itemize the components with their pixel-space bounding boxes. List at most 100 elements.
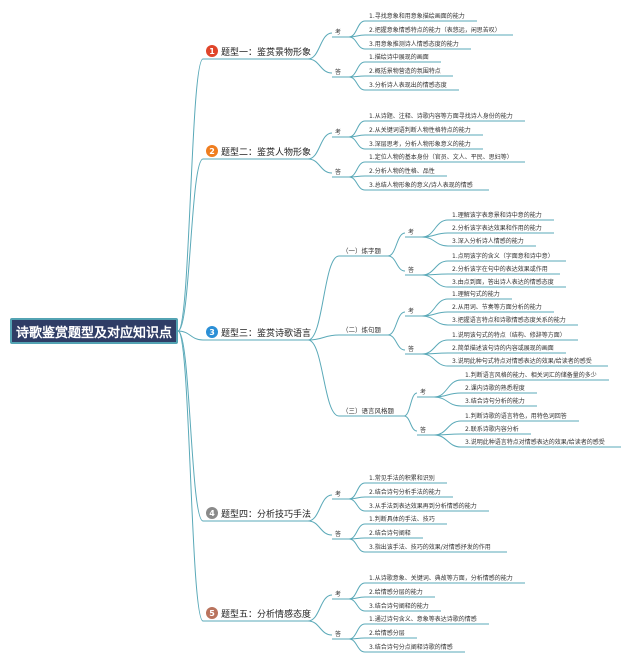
knowledge-item[interactable]: 2.结合诗句分析手法的能力 bbox=[369, 489, 441, 496]
branch-to-exam bbox=[307, 32, 333, 60]
topic-title: 题型四：分析技巧手法 bbox=[221, 509, 312, 520]
knowledge-item[interactable]: 2.把握意象情感特点的能力（表悠远，闲思苦叹） bbox=[369, 27, 501, 34]
leaf-connector bbox=[348, 61, 366, 78]
leaf-connector bbox=[348, 161, 366, 178]
branch-to-answer bbox=[403, 415, 418, 432]
knowledge-item[interactable]: 3.结合诗句分点阐释诗歌的情感 bbox=[369, 644, 453, 651]
topic-title: 题型五：分析情感态度 bbox=[221, 609, 312, 620]
answer-method-label[interactable]: 答 bbox=[335, 169, 342, 176]
leaf-connector bbox=[421, 353, 449, 367]
knowledge-item[interactable]: 3.深入分析诗人情感的能力 bbox=[452, 238, 524, 245]
leaf-connector bbox=[348, 638, 366, 653]
knowledge-item[interactable]: 3.由点到面，答出诗人表达的情感态度 bbox=[452, 279, 554, 286]
topic-number-badge: 3 bbox=[206, 326, 218, 338]
knowledge-item[interactable]: 1.定位人物的基本身份（官员、文人、平民、思妇等） bbox=[369, 154, 513, 161]
leaf-connector bbox=[348, 176, 366, 191]
knowledge-item[interactable]: 1.说明该句式的特点（结构、修辞等方面） bbox=[452, 332, 566, 339]
leaf-connector bbox=[348, 76, 366, 91]
topic-title: 题型三：鉴赏诗歌语言 bbox=[221, 328, 312, 339]
root-node[interactable]: 诗歌鉴赏题型及对应知识点 bbox=[10, 318, 178, 344]
answer-method-label[interactable]: 答 bbox=[408, 267, 415, 274]
knowledge-item[interactable]: 3.把握语言特点和诗歌情感态度关系的能力 bbox=[452, 317, 566, 324]
leaf-connector bbox=[421, 236, 449, 247]
knowledge-item[interactable]: 2.课内诗歌的熟悉程度 bbox=[465, 385, 525, 392]
knowledge-item[interactable]: 3.说明此种语言特点对情感表达的效果/给读者的感受 bbox=[465, 439, 605, 446]
knowledge-item[interactable]: 1.理解句式的能力 bbox=[452, 291, 500, 298]
leaf-connector bbox=[421, 339, 449, 355]
exam-point-label[interactable]: 考 bbox=[335, 129, 342, 136]
knowledge-item[interactable]: 1.判断具体的手法、技巧 bbox=[369, 516, 435, 523]
knowledge-item[interactable]: 1.从诗歌意象、关键词、典故等方面，分析情感的能力 bbox=[369, 575, 513, 582]
topic-to-subtopic-connector bbox=[307, 255, 340, 341]
branch-to-exam bbox=[307, 594, 333, 622]
knowledge-item[interactable]: 2.分析该字表达效果和作用的能力 bbox=[452, 225, 542, 232]
knowledge-item[interactable]: 1.点明该字的含义（字面意和诗中意） bbox=[452, 253, 554, 260]
leaf-connector bbox=[421, 260, 449, 276]
knowledge-item[interactable]: 3.指出该手法、技巧的效果/对情感抒发的作用 bbox=[369, 544, 491, 551]
knowledge-item[interactable]: 2.给情感分层的能力 bbox=[369, 589, 423, 596]
answer-method-label[interactable]: 答 bbox=[420, 427, 427, 434]
knowledge-item[interactable]: 3.用意象推测诗人情感态度的能力 bbox=[369, 41, 459, 48]
exam-point-label[interactable]: 考 bbox=[420, 389, 427, 396]
topic-number-badge: 2 bbox=[206, 145, 218, 157]
knowledge-item[interactable]: 2.简单描述该句诗的内容或展现的画面 bbox=[452, 345, 554, 352]
root-to-topic-connector bbox=[177, 330, 204, 622]
exam-point-label[interactable]: 考 bbox=[408, 229, 415, 236]
exam-point-label[interactable]: 考 bbox=[335, 29, 342, 36]
answer-method-label[interactable]: 答 bbox=[335, 631, 342, 638]
knowledge-item[interactable]: 2.结合诗句阐释 bbox=[369, 530, 411, 537]
topic-to-subtopic-connector bbox=[307, 339, 340, 417]
leaf-connector bbox=[433, 420, 462, 436]
exam-point-label[interactable]: 考 bbox=[408, 308, 415, 315]
subtopic-node[interactable]: （二）炼句题 bbox=[342, 326, 381, 334]
knowledge-item[interactable]: 3.总结人物形象的意义/诗人表现的情感 bbox=[369, 182, 473, 189]
knowledge-item[interactable]: 3.深层思考，分析人物形象意义的能力 bbox=[369, 141, 471, 148]
knowledge-item[interactable]: 1.判断诗歌的语言特色，用特色词回答 bbox=[465, 413, 567, 420]
knowledge-item[interactable]: 2.分析该字在句中的表达效果或作用 bbox=[452, 266, 548, 273]
leaf-connector bbox=[348, 623, 366, 640]
exam-point-label[interactable]: 考 bbox=[335, 491, 342, 498]
knowledge-item[interactable]: 1.判断语言风格的能力、相关词汇的储备量的多少 bbox=[465, 372, 597, 379]
knowledge-item[interactable]: 1.描绘诗中展现的画面 bbox=[369, 54, 429, 61]
knowledge-item[interactable]: 2.从用词、节奏等方面分析的能力 bbox=[452, 304, 542, 311]
answer-method-label[interactable]: 答 bbox=[335, 531, 342, 538]
knowledge-item[interactable]: 3.结合诗句分析的能力 bbox=[465, 398, 525, 405]
leaf-connector bbox=[421, 298, 449, 317]
subtopic-node[interactable]: （一）炼字题 bbox=[342, 247, 381, 255]
leaf-connector bbox=[433, 392, 462, 398]
root-to-topic-connector bbox=[177, 58, 204, 332]
knowledge-item[interactable]: 1.通过诗句含义、意象等表达诗歌的情感 bbox=[369, 616, 477, 623]
topic-to-subtopic-connector bbox=[307, 334, 340, 341]
knowledge-item[interactable]: 1.从诗题、注释、诗歌内容等方面寻找诗人身份的能力 bbox=[369, 113, 513, 120]
topic-number-badge: 4 bbox=[206, 507, 218, 519]
knowledge-item[interactable]: 2.分析人物的性格、品性 bbox=[369, 168, 435, 175]
topic-number-badge: 5 bbox=[206, 607, 218, 619]
subtopic-node[interactable]: （三）语言风格题 bbox=[342, 407, 394, 415]
knowledge-item[interactable]: 2.概括景物营造的氛围特点 bbox=[369, 68, 441, 75]
knowledge-item[interactable]: 3.说明此种句式特点对情感表达的效果/给读者的感受 bbox=[452, 358, 592, 365]
knowledge-item[interactable]: 2.给情感分层 bbox=[369, 630, 405, 637]
leaf-connector bbox=[421, 232, 449, 238]
leaf-connector bbox=[421, 219, 449, 238]
knowledge-item[interactable]: 2.从关键词语判断人物性格特点的能力 bbox=[369, 127, 471, 134]
knowledge-item[interactable]: 3.结合诗句阐释的能力 bbox=[369, 603, 429, 610]
leaf-connector bbox=[433, 379, 462, 398]
knowledge-item[interactable]: 1.理解该字表意景和诗中意的能力 bbox=[452, 212, 542, 219]
knowledge-item[interactable]: 2.联系诗歌内容分析 bbox=[465, 426, 519, 433]
knowledge-item[interactable]: 3.分析诗人表现出的情感态度 bbox=[369, 82, 447, 89]
knowledge-item[interactable]: 1.常见手法的积累和识别 bbox=[369, 475, 435, 482]
topic-title: 题型二：鉴赏人物形象 bbox=[221, 147, 312, 158]
knowledge-item[interactable]: 1.寻找意象和用意象描绘画面的能力 bbox=[369, 13, 465, 20]
answer-method-label[interactable]: 答 bbox=[408, 346, 415, 353]
exam-point-label[interactable]: 考 bbox=[335, 591, 342, 598]
knowledge-item[interactable]: 3.从手法到表达效果再到分析情感的能力 bbox=[369, 503, 477, 510]
leaf-connector bbox=[348, 136, 366, 150]
answer-method-label[interactable]: 答 bbox=[335, 69, 342, 76]
leaf-connector bbox=[348, 598, 366, 612]
